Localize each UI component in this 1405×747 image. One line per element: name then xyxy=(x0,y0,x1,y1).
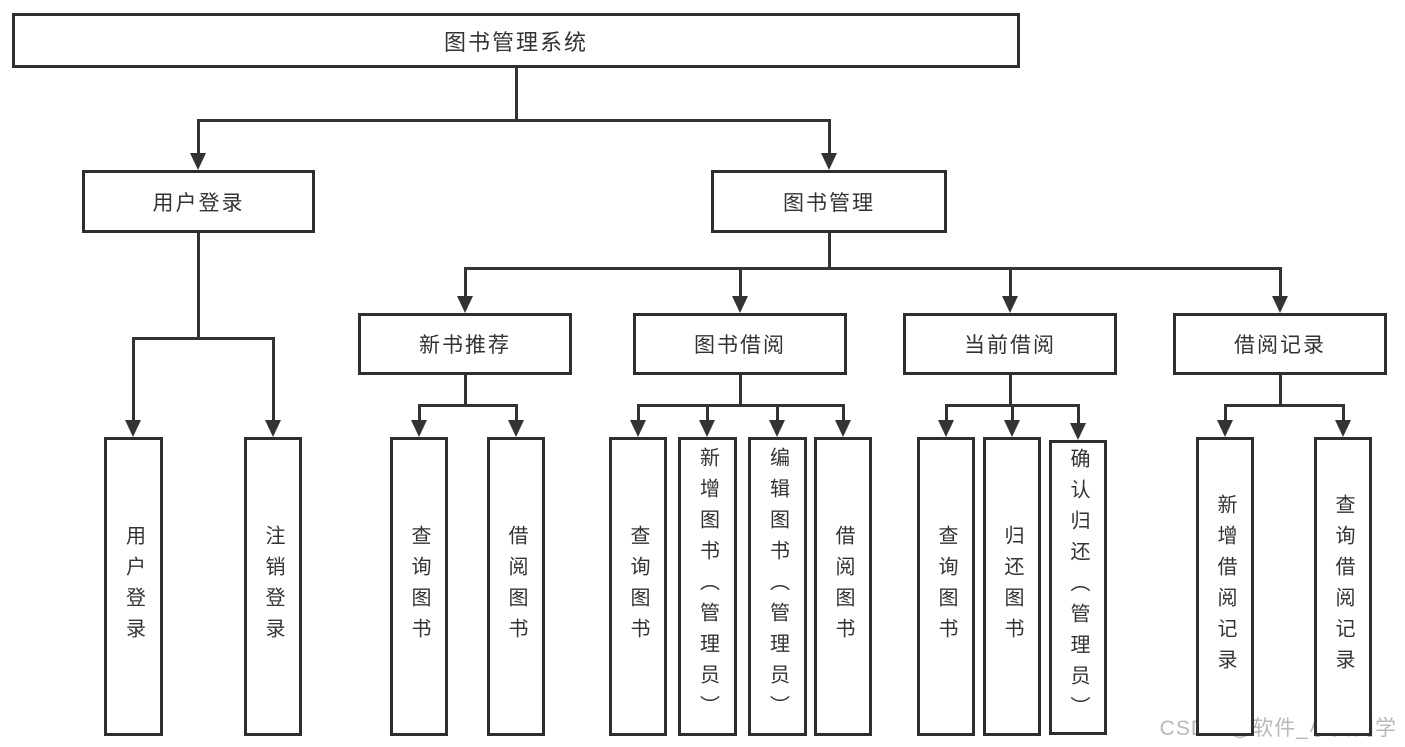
node-current-borrow: 当前借阅 xyxy=(903,313,1117,375)
connector-line xyxy=(132,337,275,340)
node-label: 查询图书 xyxy=(627,524,649,649)
node-user-login-leaf: 用户登录 xyxy=(104,437,163,736)
node-label: 图书借阅 xyxy=(694,334,786,357)
connector-line xyxy=(828,233,831,269)
connector-line xyxy=(1009,268,1012,297)
node-label: 新增图书（管理员） xyxy=(696,447,719,726)
arrow-down-icon xyxy=(769,420,785,437)
node-label: 用户登录 xyxy=(122,524,145,649)
node-label: 借阅图书 xyxy=(505,524,527,649)
node-label: 借阅记录 xyxy=(1234,334,1326,357)
node-bb-query: 查询图书 xyxy=(609,437,667,736)
node-label: 图书管理系统 xyxy=(443,29,588,55)
connector-line xyxy=(1009,375,1012,406)
node-book-mgmt: 图书管理 xyxy=(711,170,947,233)
connector-line xyxy=(464,268,467,297)
node-cb-confirm: 确认归还（管理员） xyxy=(1049,440,1107,735)
connector-line xyxy=(828,120,831,154)
connector-line xyxy=(706,405,709,421)
connector-line xyxy=(464,267,1282,270)
connector-line xyxy=(132,338,135,421)
node-book-borrow: 图书借阅 xyxy=(633,313,847,375)
arrow-down-icon xyxy=(1070,423,1086,440)
connector-line xyxy=(1279,268,1282,297)
arrow-down-icon xyxy=(457,296,473,313)
connector-line xyxy=(197,119,831,122)
arrow-down-icon xyxy=(1002,296,1018,313)
node-label: 编辑图书（管理员） xyxy=(766,447,789,726)
node-cb-return: 归还图书 xyxy=(983,437,1041,736)
node-cb-query: 查询图书 xyxy=(917,437,975,736)
node-label: 查询借阅记录 xyxy=(1332,493,1354,680)
connector-line xyxy=(739,375,742,406)
connector-line xyxy=(637,404,845,407)
node-user-login: 用户登录 xyxy=(82,170,315,233)
node-label: 归还图书 xyxy=(1001,524,1023,649)
node-label: 注销登录 xyxy=(262,524,284,649)
node-label: 图书管理 xyxy=(783,191,875,215)
connector-line xyxy=(464,375,467,406)
connector-line xyxy=(842,405,845,421)
node-label: 新书推荐 xyxy=(419,334,511,357)
node-br-add: 新增借阅记录 xyxy=(1196,437,1254,736)
connector-line xyxy=(1279,375,1282,406)
node-bb-edit: 编辑图书（管理员） xyxy=(748,437,807,736)
arrow-down-icon xyxy=(699,420,715,437)
node-bb-borrow: 借阅图书 xyxy=(814,437,872,736)
node-label: 查询图书 xyxy=(408,524,430,649)
connector-line xyxy=(515,68,518,121)
node-label: 查询图书 xyxy=(935,524,957,649)
connector-line xyxy=(272,338,275,421)
connector-line xyxy=(418,405,421,421)
connector-line xyxy=(1224,405,1227,421)
connector-line xyxy=(197,233,200,339)
node-borrow-record: 借阅记录 xyxy=(1173,313,1387,375)
arrow-down-icon xyxy=(265,420,281,437)
node-logout-leaf: 注销登录 xyxy=(244,437,302,736)
arrow-down-icon xyxy=(125,420,141,437)
node-label: 借阅图书 xyxy=(832,524,854,649)
arrow-down-icon xyxy=(411,420,427,437)
node-root: 图书管理系统 xyxy=(12,13,1020,68)
arrow-down-icon xyxy=(508,420,524,437)
connector-line xyxy=(515,405,518,421)
arrow-down-icon xyxy=(821,153,837,170)
node-br-query: 查询借阅记录 xyxy=(1314,437,1372,736)
node-label: 当前借阅 xyxy=(964,334,1056,357)
connector-line xyxy=(1342,405,1345,421)
connector-line xyxy=(1077,405,1080,424)
arrow-down-icon xyxy=(190,153,206,170)
arrow-down-icon xyxy=(938,420,954,437)
arrow-down-icon xyxy=(835,420,851,437)
node-nbr-query: 查询图书 xyxy=(390,437,448,736)
node-bb-add: 新增图书（管理员） xyxy=(678,437,737,736)
connector-line xyxy=(418,404,518,407)
node-label: 新增借阅记录 xyxy=(1214,493,1236,680)
connector-line xyxy=(739,268,742,297)
arrow-down-icon xyxy=(732,296,748,313)
connector-line xyxy=(776,405,779,421)
arrow-down-icon xyxy=(1335,420,1351,437)
arrow-down-icon xyxy=(630,420,646,437)
node-new-book-rec: 新书推荐 xyxy=(358,313,572,375)
connector-line xyxy=(197,120,200,154)
connector-line xyxy=(1011,405,1014,421)
node-label: 用户登录 xyxy=(152,191,245,215)
connector-line xyxy=(945,405,948,421)
connector-line xyxy=(637,405,640,421)
node-nbr-borrow: 借阅图书 xyxy=(487,437,545,736)
node-label: 确认归还（管理员） xyxy=(1067,448,1089,727)
arrow-down-icon xyxy=(1272,296,1288,313)
connector-line xyxy=(1224,404,1345,407)
arrow-down-icon xyxy=(1004,420,1020,437)
arrow-down-icon xyxy=(1217,420,1233,437)
